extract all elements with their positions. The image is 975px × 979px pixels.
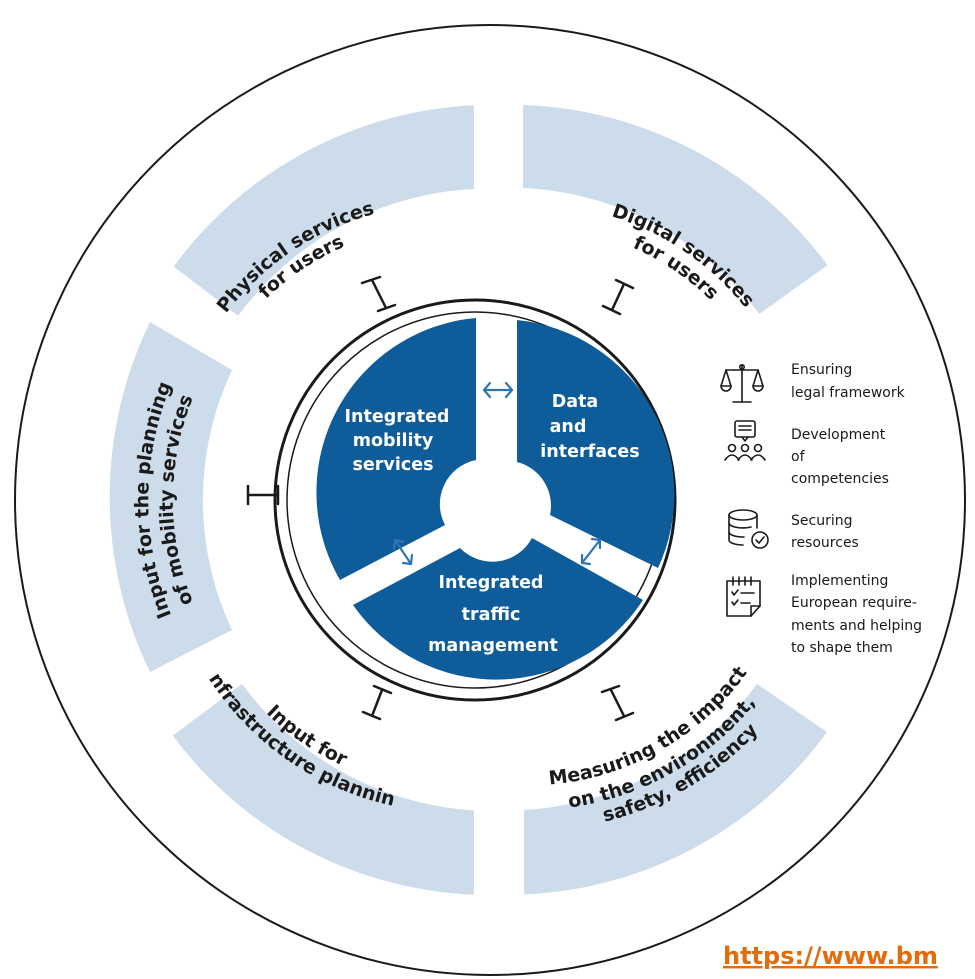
outer-arrow-planning bbox=[246, 484, 280, 506]
core-arrow-right bbox=[580, 537, 602, 566]
core-arrow-top bbox=[482, 381, 514, 399]
legend-resources-line-2: resources bbox=[791, 535, 859, 551]
segment-physical-services bbox=[173, 105, 474, 316]
outer-arrow-digital bbox=[601, 278, 635, 316]
core-mobility-line-3: services bbox=[353, 455, 434, 475]
database-icon bbox=[728, 509, 769, 549]
legend-item-legal: Ensuring legal framework bbox=[791, 362, 906, 401]
source-link[interactable]: https://www.bm bbox=[723, 942, 938, 970]
core-traffic-line-3: management bbox=[428, 636, 558, 656]
core-traffic-management bbox=[353, 538, 643, 680]
segment-measuring-impact bbox=[524, 684, 827, 895]
legend-item-european: Implementing European require- ments and… bbox=[791, 573, 922, 656]
legend-european-line-3: ments and helping bbox=[791, 618, 922, 634]
outer-ring bbox=[14, 24, 966, 976]
legend-competencies-line-2: of bbox=[791, 449, 806, 465]
core-label-data: Data and interfaces bbox=[540, 392, 639, 462]
outer-arrow-physical bbox=[360, 275, 397, 313]
segment-digital-services bbox=[523, 105, 828, 314]
core-data-interfaces bbox=[517, 320, 675, 568]
legend-european-line-1: Implementing bbox=[791, 573, 888, 589]
outer-arrow-measuring bbox=[600, 684, 635, 722]
core-integrated-mobility bbox=[316, 318, 476, 580]
checklist-icon bbox=[726, 576, 761, 617]
legend-legal-line-1: Ensuring bbox=[791, 362, 852, 378]
legend-european-line-4: to shape them bbox=[791, 640, 893, 656]
core-label-mobility: Integrated mobility services bbox=[345, 407, 450, 475]
legend-competencies-line-1: Development bbox=[791, 427, 886, 443]
segment-planning-mobility bbox=[109, 322, 232, 672]
legend-resources-line-1: Securing bbox=[791, 513, 852, 529]
core-traffic-line-1: Integrated bbox=[439, 573, 544, 593]
source-link-background bbox=[715, 933, 975, 979]
people-icon bbox=[724, 420, 766, 461]
legend-legal-line-2: legal framework bbox=[791, 385, 906, 401]
scales-icon bbox=[720, 363, 764, 403]
core-data-line-1: Data bbox=[552, 392, 599, 412]
segment-infrastructure-planning bbox=[172, 684, 475, 895]
core-mobility-line-1: Integrated bbox=[345, 407, 450, 427]
core-traffic-line-2: traffic bbox=[462, 605, 521, 625]
legend-european-line-2: European require- bbox=[791, 595, 917, 611]
outer-arrow-infrastructure bbox=[361, 684, 393, 721]
core-mobility-line-2: mobility bbox=[353, 431, 434, 451]
legend-item-competencies: Development of competencies bbox=[791, 427, 889, 487]
core-data-line-2: and bbox=[550, 417, 587, 437]
core-arrow-left bbox=[392, 538, 414, 566]
legend-competencies-line-3: competencies bbox=[791, 471, 889, 487]
legend-item-resources: Securing resources bbox=[791, 513, 859, 551]
core-data-line-3: interfaces bbox=[540, 442, 639, 462]
core-label-traffic: Integrated traffic management bbox=[428, 573, 558, 656]
